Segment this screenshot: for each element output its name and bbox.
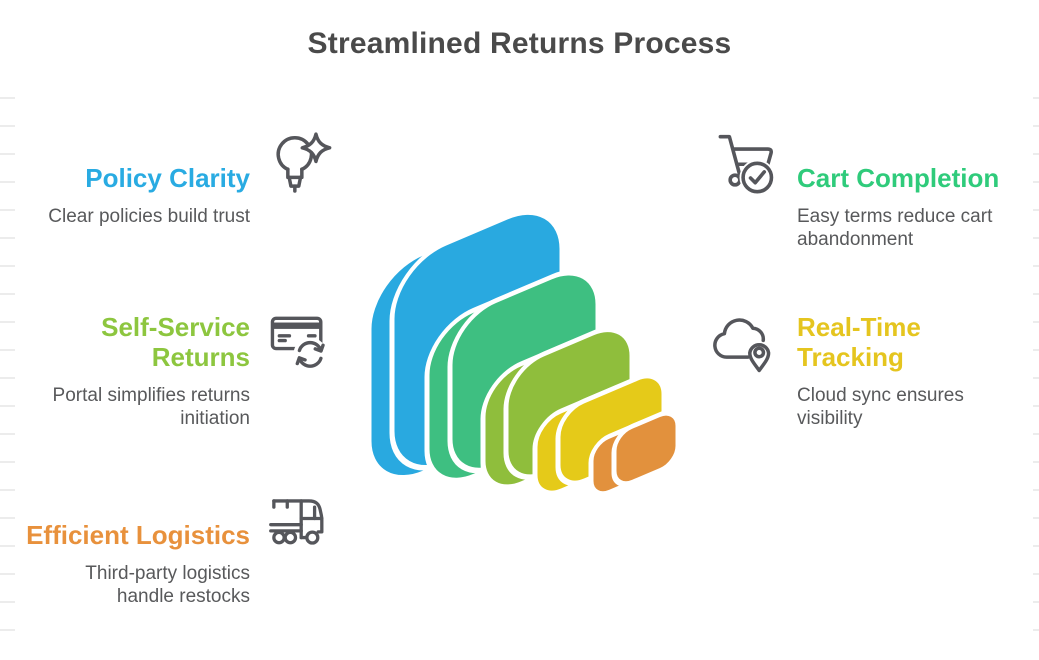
feature-real-time-tracking: Real-Time Tracking Cloud sync ensures vi… [797,312,977,430]
diagram-title: Streamlined Returns Process [307,27,732,60]
tile-orange-face [611,410,681,487]
feature-cart-completion: Cart Completion Easy terms reduce cart a… [797,163,1002,251]
feature-description: Cloud sync ensures visibility [797,385,964,429]
feature-self-service-returns: Self-Service Returns Portal simplifies r… [35,312,250,430]
feature-description: Third-party logistics handle restocks [85,563,250,607]
ruled-line-stubs-right [1033,97,1039,647]
feature-label: Efficient Logistics [26,520,250,550]
feature-description: Easy terms reduce cart abandonment [797,206,993,250]
ruled-line-stubs-left [0,97,15,647]
cloud-pin-icon [708,307,778,377]
feature-label: Cart Completion [797,163,1000,193]
cart-check-icon [708,126,780,198]
card-refresh-icon [265,305,333,373]
delivery-truck-icon [262,486,328,552]
feature-label: Policy Clarity [85,163,250,193]
feature-label: Self-Service Returns [101,312,250,372]
feature-description: Clear policies build trust [48,206,250,227]
stacked-tiles-graphic [366,209,681,497]
feature-label: Real-Time Tracking [797,312,921,372]
lightbulb-sparkle-icon [264,127,334,197]
feature-policy-clarity: Policy Clarity Clear policies build trus… [48,163,250,229]
feature-efficient-logistics: Efficient Logistics Third-party logistic… [26,520,250,608]
feature-description: Portal simplifies returns initiation [52,385,250,429]
